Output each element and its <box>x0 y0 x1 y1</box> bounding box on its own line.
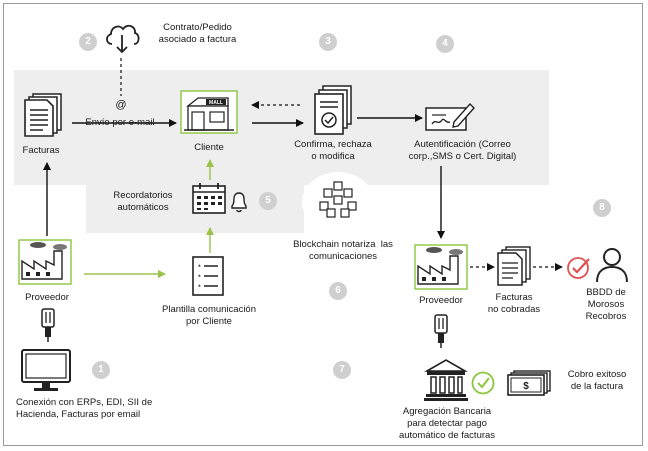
banknotes-icon: $ <box>507 370 551 396</box>
cloud-download-icon <box>106 24 140 54</box>
confirma-label: Confirma, rechaza o modifica <box>294 139 372 162</box>
at-symbol: @ <box>115 99 127 111</box>
step-badge-7: 7 <box>333 361 351 379</box>
person-icon <box>596 248 628 283</box>
mall-sign-text: MALL <box>209 100 223 106</box>
step-badge-5: 5 <box>259 192 277 210</box>
blockchain-label: Blockchain notariza las comunicaciones <box>293 239 393 262</box>
step-badge-6: 6 <box>329 282 347 300</box>
contrato-label: Contrato/Pedido asociado a factura <box>158 22 237 45</box>
step-badge-2: 2 <box>79 33 97 51</box>
plug-connector-right-icon <box>434 314 448 348</box>
proveedor-right-label: Proveedor <box>419 295 463 306</box>
facturas-label: Facturas <box>22 145 60 156</box>
agregacion-bancaria-label: Agregación Bancaria para detectar pago a… <box>398 406 496 441</box>
step-badge-4: 4 <box>436 35 454 53</box>
red-check-icon <box>567 257 590 279</box>
documents-icon <box>24 93 62 137</box>
proveedor-left-label: Proveedor <box>25 292 69 303</box>
envio-email-label: Envío por e-mail <box>85 117 155 128</box>
step-badge-3: 3 <box>319 33 337 51</box>
bbdd-morosos-label: BBDD de Morosos Recobros <box>585 287 627 322</box>
checklist-icon <box>192 256 224 296</box>
factory-icon <box>18 239 72 285</box>
review-documents-icon <box>314 85 352 135</box>
bank-icon <box>424 359 468 401</box>
step-badge-1: 1 <box>92 361 110 379</box>
diagram-frame <box>3 3 643 446</box>
blockchain-icon <box>319 181 357 218</box>
unpaid-invoices-icon <box>497 246 531 286</box>
cobro-exitoso-label: Cobro exitoso de la factura <box>567 369 627 392</box>
cliente-label: Cliente <box>194 142 224 153</box>
facturas-no-cobradas-label: Facturas no cobradas <box>487 292 541 315</box>
bell-icon <box>231 192 247 213</box>
plug-connector-icon <box>41 308 55 342</box>
signature-icon <box>425 102 475 131</box>
autentificacion-label: Autentificación (Correo corp.,SMS o Cert… <box>408 139 517 162</box>
step-badge-8: 8 <box>593 199 611 217</box>
conexion-label: Conexión con ERPs, EDI, SII de Hacienda,… <box>16 397 153 420</box>
factory-right-icon <box>414 244 468 290</box>
calendar-icon <box>192 183 226 214</box>
store-icon: MALL <box>180 90 238 134</box>
plantilla-label: Plantilla comunicación por Cliente <box>162 304 256 327</box>
green-check-icon <box>471 371 495 395</box>
recordatorios-label: Recordatorios automáticos <box>113 190 173 213</box>
svg-text:$: $ <box>523 381 529 392</box>
monitor-icon <box>21 349 71 391</box>
